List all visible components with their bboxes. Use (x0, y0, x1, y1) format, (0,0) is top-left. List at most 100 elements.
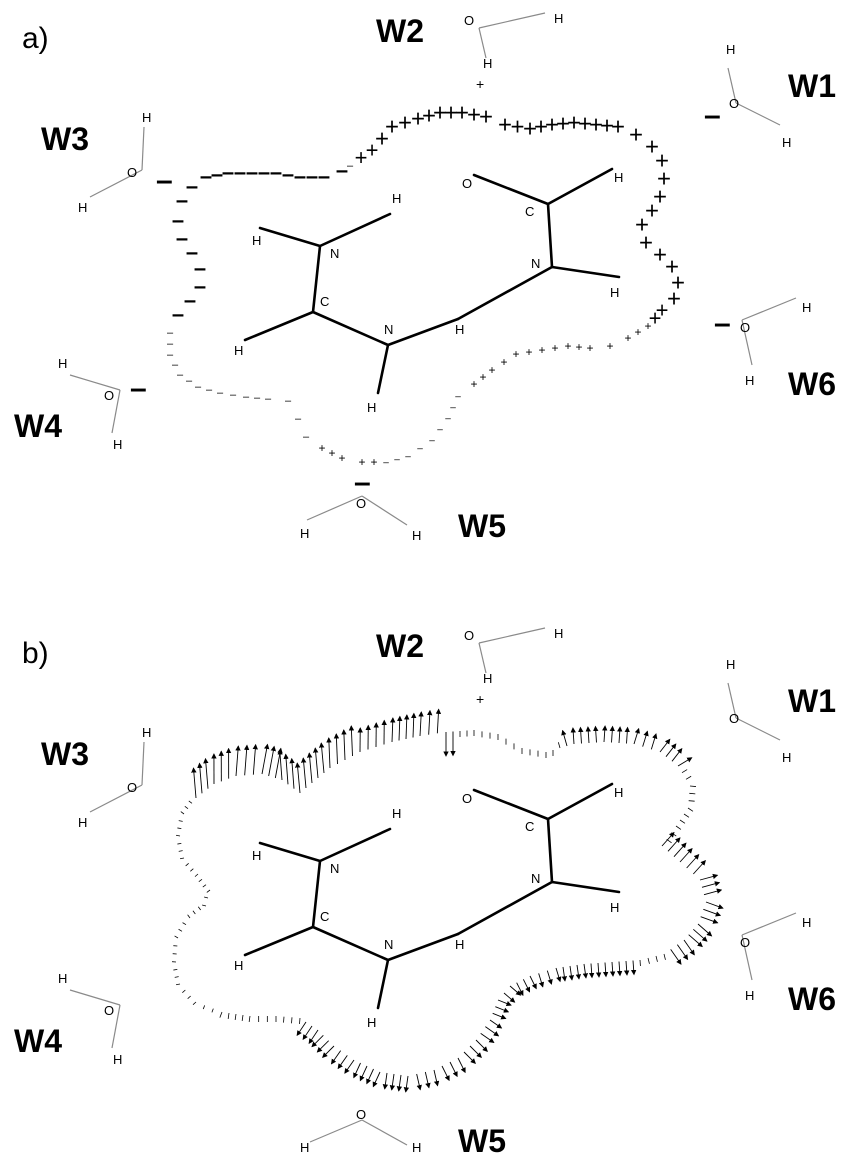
atom-h: H (610, 285, 619, 300)
atom-h: H (455, 937, 464, 952)
dipole-vector-arrow (701, 881, 721, 888)
dipole-vector-arrow (177, 827, 182, 830)
atom-h: H (367, 1015, 376, 1030)
minus-charge-mark: – (222, 160, 234, 185)
bond-n-h-right (318, 212, 392, 248)
plus-charge-mark: + (385, 113, 399, 140)
dipole-vector-arrow (609, 725, 615, 743)
water-oxygen: O (740, 320, 750, 335)
bond-c-n (546, 202, 554, 269)
plus-charge-mark: + (671, 269, 685, 296)
water-hydrogen: H (745, 988, 754, 1003)
plus-charge-mark: + (649, 306, 662, 331)
dipole-vector-arrow (348, 725, 355, 757)
dipole-vector-arrow (687, 807, 694, 812)
dipole-vector-arrow (268, 745, 276, 777)
dipole-vector-arrow (318, 742, 325, 774)
plus-charge-mark: + (338, 451, 345, 465)
dipole-vector-arrow (252, 743, 258, 775)
charge-sign: + (476, 76, 484, 92)
panel-a-label: a) (22, 22, 49, 55)
bond-n-c (311, 310, 390, 347)
water-hydrogen: H (412, 1140, 421, 1155)
water-hydrogen: H (802, 915, 811, 930)
dipole-vector-arrow (206, 889, 211, 893)
water-bond (141, 741, 145, 786)
bond-n-h-left (258, 841, 322, 863)
plus-charge-mark: + (611, 113, 625, 140)
water-bond (478, 12, 546, 29)
atom-n: N (384, 937, 393, 952)
water-hydrogen: H (726, 657, 735, 672)
dipole-vector-arrow (633, 727, 640, 745)
dipole-vector-arrow (503, 992, 516, 1003)
plus-charge-mark: + (639, 229, 653, 256)
dipole-vector-arrow (180, 811, 185, 815)
dipole-vector-arrow (248, 1015, 251, 1022)
bond-c-h-left (243, 925, 315, 957)
plus-charge-mark: + (411, 105, 425, 132)
bond-h-n (386, 932, 460, 962)
water-oxygen: O (464, 628, 474, 643)
dipole-vector-arrow (175, 983, 181, 986)
water-hydrogen: H (142, 725, 151, 740)
water-hydrogen: H (300, 1140, 309, 1155)
dipole-vector-arrow (344, 1059, 355, 1074)
dipole-vector-arrow (689, 785, 697, 787)
minus-charge-mark: – (172, 359, 179, 371)
dipole-vector-arrow (683, 939, 695, 956)
minus-charge-mark: – (265, 393, 272, 405)
minus-charge-mark: – (455, 392, 461, 403)
water-hydrogen: H (802, 300, 811, 315)
dipole-vector-arrow (673, 842, 687, 857)
minus-charge-mark: – (194, 256, 206, 281)
dipole-vector-arrow (174, 976, 179, 978)
dipole-vector-arrow (424, 1071, 431, 1089)
plus-charge-mark: + (667, 285, 681, 312)
plus-charge-mark: + (479, 103, 493, 130)
dipole-vector-arrow (593, 725, 599, 743)
dipole-vector-arrow (686, 853, 700, 869)
minus-charge-mark: – (206, 384, 213, 396)
dipole-vector-arrow (557, 742, 561, 749)
water-hydrogen: H (745, 373, 754, 388)
dipole-vector-arrow (261, 743, 270, 775)
water-w5-b: O H H W5 (300, 1107, 506, 1155)
water-hydrogen: H (726, 42, 735, 57)
atom-h: H (252, 233, 261, 248)
dipole-vector-arrow (609, 961, 616, 977)
dipole-vector-arrow (197, 762, 203, 794)
bond-c-h (546, 167, 614, 206)
water-bond (361, 1119, 408, 1146)
dipole-vector-arrow (179, 857, 185, 860)
dipole-vector-arrow (404, 714, 410, 740)
dipole-vector-arrow (489, 1019, 503, 1029)
dipole-vector-arrow (173, 968, 178, 971)
minus-charge-mark: – (186, 240, 198, 265)
dipole-vector-arrow (529, 975, 537, 990)
dipole-vector-arrow (178, 850, 183, 852)
minus-charge-mark: – (282, 162, 294, 187)
dipole-vector-arrow (192, 1001, 197, 1005)
dipole-vector-arrow (277, 749, 283, 781)
dipole-vector-arrow (187, 914, 191, 919)
water-w4-a: O H H W4 – (14, 356, 147, 452)
panel-b: b) O C N H H N H C H N H H H (14, 626, 836, 1155)
dipole-vector-arrow (192, 910, 196, 915)
atom-n: N (330, 246, 339, 261)
dipole-vector-arrow (300, 757, 307, 789)
plus-charge-mark: + (645, 197, 659, 224)
plus-charge-mark: + (606, 339, 613, 353)
dipole-vector-arrow (177, 842, 182, 845)
minus-charge-mark: – (303, 431, 310, 443)
atom-c: C (320, 294, 329, 309)
dipole-vector-arrow (397, 715, 403, 741)
water-hydrogen: H (142, 110, 151, 125)
plus-charge-mark: + (545, 111, 559, 138)
dipole-vector-arrow (685, 775, 692, 780)
plus-charge-mark: + (589, 111, 603, 138)
dipole-vector-arrow (389, 1073, 396, 1091)
dipole-vector-arrow (585, 726, 591, 744)
water-bond (69, 374, 121, 391)
water-oxygen: O (729, 711, 739, 726)
